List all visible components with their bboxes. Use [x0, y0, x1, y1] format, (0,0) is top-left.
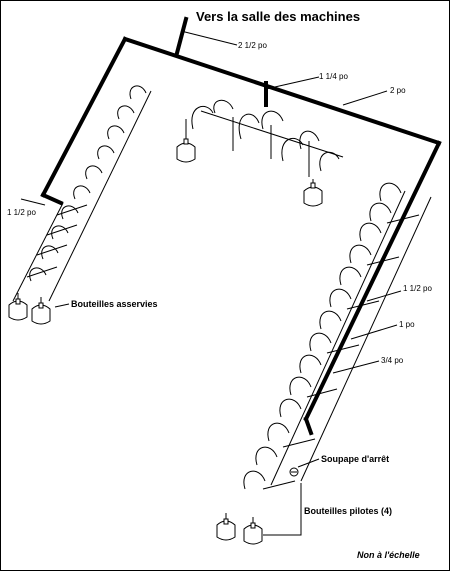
left-hose-8: [51, 225, 69, 240]
title-label: Vers la salle des machines: [196, 9, 360, 24]
label-3-4-po: 3/4 po: [381, 356, 404, 365]
left-branch-pipe: [40, 36, 128, 198]
label-1-po: 1 po: [399, 320, 415, 329]
right-bank: [243, 182, 432, 490]
pilot-bottle-2: [243, 524, 263, 545]
middle-bottle-1: [176, 142, 196, 163]
left-hose-6: [73, 185, 91, 200]
right-hose-3: [359, 222, 382, 242]
pilot-bottles-group: [216, 513, 263, 545]
right-thin-manifold-outer: [300, 196, 432, 482]
label-2-1-2-po: 2 1/2 po: [238, 41, 267, 50]
right-hose-13: [255, 446, 278, 466]
right-rung-7: [262, 480, 296, 490]
right-hose-2: [369, 202, 392, 222]
label-not-to-scale: Non à l'échelle: [357, 550, 420, 560]
right-branch-pipe: [303, 140, 442, 422]
leader-slave-bottles: [54, 303, 70, 308]
right-rung-3: [346, 300, 380, 310]
right-hose-1: [379, 182, 402, 202]
right-hose-7: [319, 310, 342, 330]
middle-bottle-2-valve: [310, 182, 316, 189]
left-outer-manifold: [48, 90, 152, 302]
left-hose-2: [117, 105, 135, 120]
left-rung-4: [26, 266, 58, 278]
label-1-1-2-po-right: 1 1/2 po: [403, 284, 432, 293]
label-2-po: 2 po: [390, 86, 406, 95]
slave-bottle-2-valve: [38, 302, 44, 309]
left-bank: [12, 85, 152, 302]
right-hose-9: [299, 354, 322, 374]
main-manifold: [40, 16, 442, 436]
slave-bottle-2: [31, 304, 51, 325]
slave-bottle-1-valve: [15, 298, 21, 305]
right-step-pipe: [303, 416, 314, 436]
leader-1-1-2-right: [366, 290, 402, 302]
leader-1: [350, 324, 398, 340]
slave-bottles-group: [8, 293, 51, 325]
middle-hose-1: [191, 105, 214, 130]
leader-1-1-2-left: [20, 198, 46, 206]
right-hose-8: [309, 332, 332, 352]
left-rung-3: [36, 244, 68, 256]
label-1-1-2-po-left: 1 1/2 po: [7, 208, 36, 217]
label-slave-bottles: Bouteilles asservies: [71, 299, 158, 309]
right-hose-11: [279, 398, 302, 418]
right-hose-14: [243, 470, 266, 490]
middle-hose-4: [261, 110, 284, 130]
pilot-bottle-1-valve: [223, 518, 229, 525]
right-hose-5: [339, 266, 362, 286]
left-hose-1: [129, 85, 147, 100]
leader-1-1-4: [265, 76, 320, 90]
middle-bottle-1-valve: [183, 138, 189, 145]
leader-stop-valve: [297, 458, 320, 468]
left-hose-10: [29, 267, 47, 282]
left-hose-7: [61, 205, 79, 220]
middle-hose-5: [281, 137, 304, 162]
right-thin-manifold-inner: [270, 190, 406, 486]
left-hose-3: [107, 125, 125, 140]
middle-hose-3: [238, 113, 260, 140]
middle-hose-6: [299, 130, 320, 150]
right-rung-1: [386, 214, 420, 224]
leader-2-1-2: [180, 30, 238, 46]
left-hose-4: [97, 145, 115, 160]
right-rung-5: [306, 388, 338, 398]
leader-3-4: [332, 360, 380, 374]
slave-bottle-1: [8, 300, 28, 321]
left-hose-5: [85, 165, 103, 180]
left-thin-manifold: [12, 202, 64, 302]
label-1-1-4-po: 1 1/4 po: [319, 72, 348, 81]
right-rung-4: [326, 344, 360, 354]
pilot-bottle-1: [216, 520, 236, 541]
left-hose-9: [41, 245, 59, 260]
pilot-bottle-2-valve: [250, 522, 256, 529]
leader-2: [342, 90, 388, 106]
right-rung-2: [366, 256, 400, 266]
top-header-pipe: [122, 36, 442, 146]
label-pilot-bottles: Bouteilles pilotes (4): [304, 506, 392, 516]
middle-hose-7: [319, 151, 340, 172]
middle-thin-manifold: [200, 110, 344, 158]
right-hose-10: [289, 376, 312, 396]
right-hose-12: [267, 422, 290, 442]
left-step-pipe: [40, 192, 64, 206]
right-hose-4: [349, 244, 372, 264]
leader-pilot-bottles: [263, 483, 302, 536]
middle-bottle-2: [303, 186, 323, 207]
label-stop-valve: Soupape d'arrêt: [321, 454, 389, 464]
riser-pipe: [174, 16, 189, 56]
middle-bank: [176, 99, 344, 207]
left-rung-2: [46, 224, 78, 236]
middle-hose-2: [213, 99, 234, 114]
leader-lines: [20, 30, 402, 536]
right-rung-6: [282, 438, 316, 448]
right-hose-6: [329, 288, 352, 308]
left-rung-1: [56, 204, 88, 216]
